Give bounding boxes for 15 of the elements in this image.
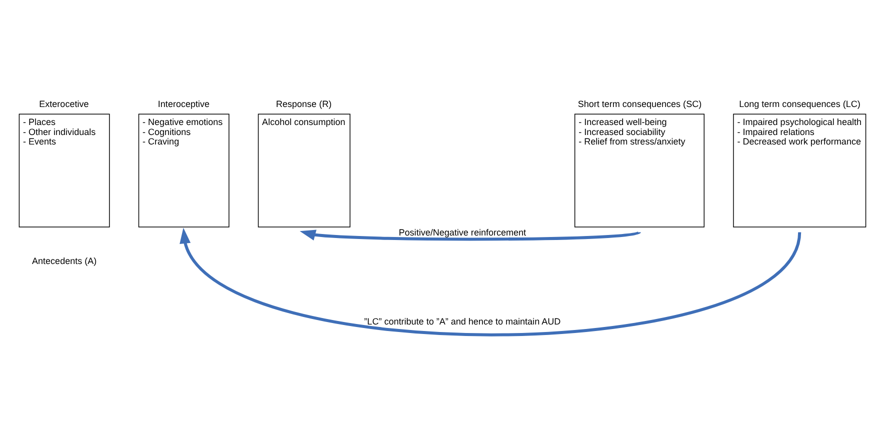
node-box: - Impaired psychological health - Impaired relations - Decreased work performance <box>733 114 866 228</box>
arrow <box>180 228 802 336</box>
arrow <box>300 230 640 241</box>
node-label: Short term consequences (SC) <box>578 99 702 110</box>
edge-label: ”LC” contribute to ”A” and hence to maintain AUD <box>364 316 561 326</box>
node-label: Response (R) <box>276 99 332 110</box>
node-box: - Negative emotions - Cognitions - Craving <box>138 114 230 228</box>
label: Antecedents (A) <box>32 256 97 266</box>
node-box: - Increased well-being - Increased sociability - Relief from stress/anxiety <box>574 114 705 228</box>
node-box: Alcohol consumption <box>258 114 350 228</box>
node-box: - Places - Other individuals - Events <box>18 114 110 228</box>
node-label: Interoceptive <box>158 99 210 110</box>
edge-label: Positive/Negative reinforcement <box>398 228 526 238</box>
node-label: Exterocetive <box>39 99 89 110</box>
node-label: Long term consequences (LC) <box>739 99 860 110</box>
